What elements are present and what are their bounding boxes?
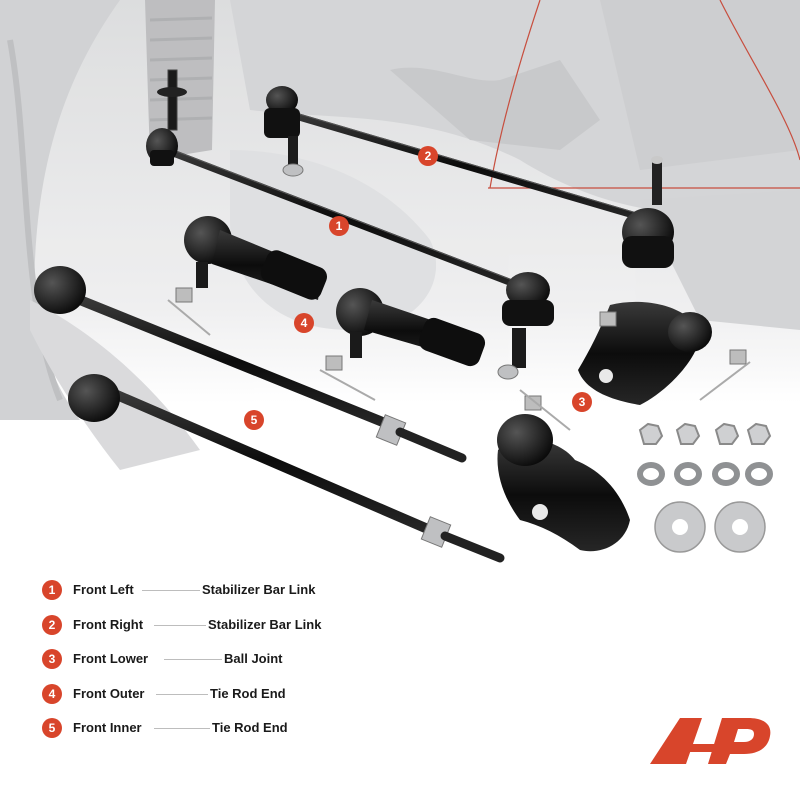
callout-badge-2: 2: [418, 146, 438, 166]
legend-part: Ball Joint: [224, 651, 283, 666]
legend-row: 5 Front Inner Tie Rod End: [42, 716, 402, 751]
legend-part: Stabilizer Bar Link: [208, 616, 322, 632]
legend-row: 2 Front Right Stabilizer Bar Link: [42, 613, 402, 648]
legend-part: Tie Rod End: [210, 685, 286, 701]
legend-leader-line: [154, 728, 210, 729]
legend-part: Tie Rod End: [212, 720, 288, 735]
legend-part: Stabilizer Bar Link: [202, 582, 316, 597]
hardware-nuts-washers: [637, 422, 773, 553]
legend-position: Front Right: [73, 616, 144, 632]
legend-row: 3 Front Lower Ball Joint: [42, 647, 402, 682]
legend-position: Front Lower: [73, 651, 149, 666]
tie-rod-end-front-outer: [167, 216, 486, 401]
legend-leader-line: [154, 624, 206, 626]
legend-position: Front Outer: [73, 685, 145, 701]
callout-badge-5: 5: [244, 410, 264, 430]
legend-number: 5: [42, 718, 62, 738]
parts-legend: 1 Front Left Stabilizer Bar Link 2 Front…: [42, 578, 402, 751]
a-premium-logo-icon: [650, 718, 771, 764]
legend-position: Front Inner: [73, 720, 142, 735]
ball-joint-front-lower: [497, 301, 751, 552]
legend-position: Front Left: [73, 582, 134, 597]
legend-leader-line: [156, 693, 208, 695]
legend-number: 2: [42, 614, 62, 635]
legend-row: 4 Front Outer Tie Rod End: [42, 682, 402, 717]
legend-number: 1: [42, 580, 62, 600]
callout-badge-3: 3: [572, 392, 592, 412]
legend-number: 4: [42, 683, 62, 704]
legend-row: 1 Front Left Stabilizer Bar Link: [42, 578, 402, 613]
tie-rod-front-inner: [34, 266, 505, 563]
legend-leader-line: [142, 590, 200, 591]
callout-badge-4: 4: [294, 313, 314, 333]
legend-number: 3: [42, 649, 62, 669]
stabilizer-link-front-right: [264, 86, 674, 268]
legend-leader-line: [164, 659, 222, 660]
callout-badge-1: 1: [329, 216, 349, 236]
